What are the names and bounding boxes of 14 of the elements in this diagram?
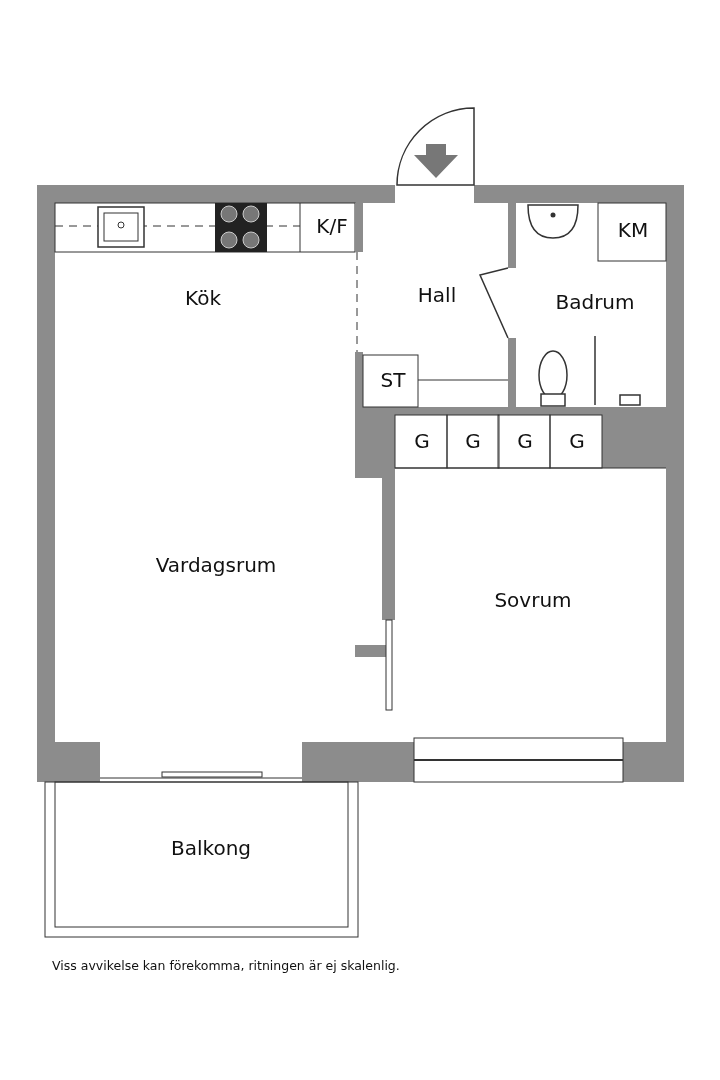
room-label: Kök (185, 286, 221, 310)
room-label: Badrum (555, 290, 635, 314)
room-label: Balkong (171, 836, 251, 860)
cabinet-label: KM (617, 218, 649, 242)
room-label: Vardagsrum (155, 553, 277, 577)
cabinet-label: ST (380, 368, 406, 392)
wardrobe-label: G (569, 429, 585, 453)
room-label: Sovrum (494, 588, 572, 612)
disclaimer-note: Viss avvikelse kan förekomma, ritningen är ej skalenlig. (52, 958, 400, 973)
wardrobe-label: G (517, 429, 533, 453)
cabinet-label: K/F (316, 214, 348, 238)
wardrobe-label: G (414, 429, 430, 453)
wardrobe-label: G (465, 429, 481, 453)
room-label: Hall (417, 283, 457, 307)
